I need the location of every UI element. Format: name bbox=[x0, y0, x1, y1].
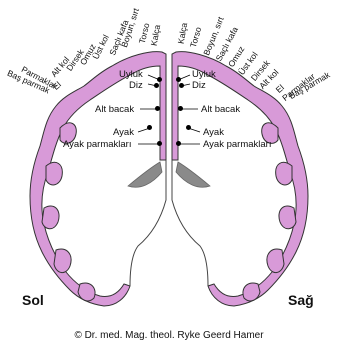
inner-right-ayak: Ayak bbox=[203, 128, 224, 138]
uyluk-left-dot bbox=[157, 77, 162, 82]
inner-left-ayak-parmaklari: Ayak parmakları bbox=[63, 140, 131, 150]
alt-bacak-right-dot bbox=[178, 106, 183, 111]
ayak-parmak-right-dot bbox=[176, 141, 181, 146]
inner-left-ayak: Ayak bbox=[113, 128, 134, 138]
uyluk-right-dot bbox=[176, 77, 181, 82]
diz-left-dot bbox=[154, 83, 159, 88]
inner-left-diz: Diz bbox=[129, 81, 143, 91]
side-label-left: Sol bbox=[22, 292, 44, 308]
copyright-text: © Dr. med. Mag. theol. Ryke Geerd Hamer bbox=[0, 330, 338, 341]
diz-right-dot bbox=[179, 83, 184, 88]
inner-right-alt-bacak: Alt bacak bbox=[201, 105, 240, 115]
ayak-left-dot bbox=[147, 125, 152, 130]
inner-right-ayak-parmaklari: Ayak parmakları bbox=[203, 140, 271, 150]
ayak-right-dot bbox=[186, 125, 191, 130]
alt-bacak-left-dot bbox=[155, 106, 160, 111]
pointer-lines bbox=[138, 75, 200, 144]
ayak-parmak-left-dot bbox=[157, 141, 162, 146]
left-ventricle bbox=[128, 162, 162, 187]
inner-right-uyluk: Uyluk bbox=[192, 70, 216, 80]
inner-left-uyluk: Uyluk bbox=[119, 70, 143, 80]
inner-right-diz: Diz bbox=[192, 81, 206, 91]
right-ventricle bbox=[176, 162, 210, 187]
side-label-right: Sağ bbox=[288, 292, 314, 308]
inner-left-alt-bacak: Alt bacak bbox=[95, 105, 134, 115]
